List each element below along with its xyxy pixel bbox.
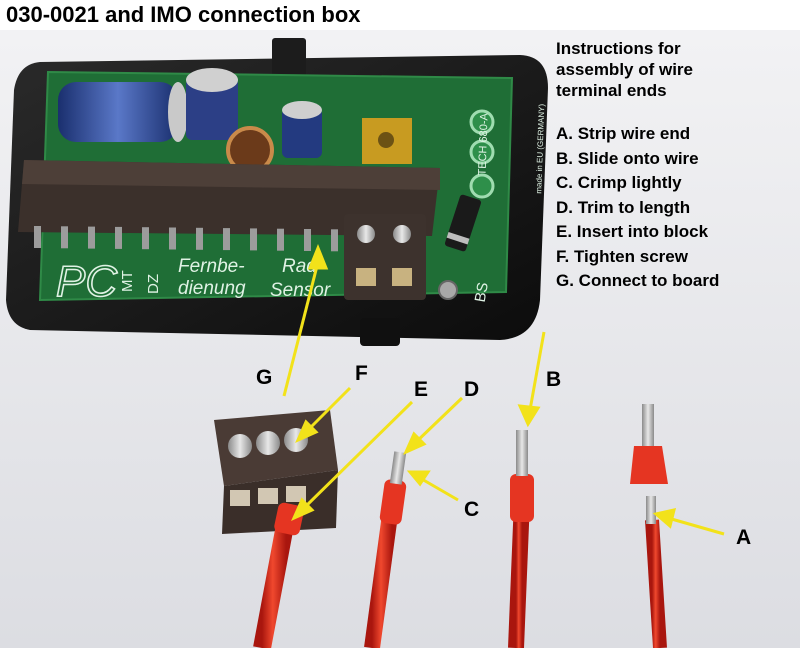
voltage-regulator (362, 118, 412, 164)
loose-ferrule (630, 404, 668, 484)
connection-box-photo: PC MT DZ Fernbe- dienung Rad- Sensor BS … (0, 30, 800, 648)
terminal-pin (88, 226, 95, 249)
instructions-heading-line-1: Instructions for (556, 39, 681, 58)
callout-arrows (282, 243, 725, 536)
terminal-pin (277, 228, 284, 251)
callout-e: E (414, 378, 429, 401)
diode (444, 194, 482, 252)
callout-f: F (355, 362, 368, 385)
silkscreen-mt: MT (119, 270, 136, 292)
terminal-pins (34, 226, 365, 252)
step-f: F. Tighten screw (556, 246, 688, 266)
terminal-pin (142, 227, 149, 250)
silkscreen-bs: BS (472, 281, 492, 304)
instructions-steps: A. Strip wire end B. Slide onto wire C. … (556, 122, 719, 294)
wire-b (508, 430, 534, 648)
wire-d (364, 451, 407, 648)
arrow-d (412, 396, 464, 446)
loose-terminal-block (214, 410, 338, 534)
arrow-e (300, 400, 414, 512)
step-a: A. Strip wire end (556, 124, 691, 143)
step-c: C. Crimp lightly (556, 173, 682, 192)
instructions-heading-line-2: assembly of wire (556, 60, 694, 79)
silkscreen-fernbedienung-2: dienung (178, 278, 246, 299)
silkscreen-radsensor-2: Sensor (270, 280, 331, 301)
silkscreen-made-in: made in EU (GERMANY) (534, 103, 546, 193)
terminal-pin (250, 228, 257, 251)
callout-d: D (464, 378, 480, 401)
page-title: 030-0021 and IMO connection box (6, 2, 361, 27)
silkscreen-dz: DZ (145, 274, 162, 294)
wire-a (645, 496, 667, 648)
terminal-pin (196, 227, 203, 250)
callout-g: G (256, 366, 273, 389)
board-terminal-strip (18, 160, 440, 236)
step-g: G. Connect to board (556, 271, 720, 290)
terminal-pin (115, 226, 122, 249)
electrolytic-capacitor-large (58, 82, 188, 142)
instructions-heading-line-3: terminal ends (556, 81, 667, 100)
step-e: E. Insert into block (556, 222, 709, 241)
silkscreen-pc: PC (56, 257, 118, 306)
assembly-instructions: Instructions for assembly of wire termin… (556, 38, 719, 294)
arrow-a (667, 516, 725, 536)
silkscreen-fernbedienung-1: Fernbe- (178, 256, 245, 277)
terminal-pin (223, 228, 230, 251)
arrow-c (419, 476, 459, 502)
callout-c: C (464, 498, 480, 521)
arrow-b (528, 331, 546, 411)
terminal-pin (34, 226, 41, 248)
step-d: D. Trim to length (556, 197, 691, 217)
callout-b: B (546, 368, 562, 391)
callout-a: A (736, 526, 752, 549)
terminal-pin (169, 227, 176, 250)
arrow-g (282, 261, 320, 397)
silkscreen-brand: TECH 680-A (476, 112, 490, 175)
terminal-pin (61, 226, 68, 249)
electrolytic-capacitor-small (186, 68, 322, 158)
terminal-pin (331, 229, 338, 252)
arrow-f (304, 386, 352, 434)
board-screw-terminal (344, 214, 426, 300)
terminal-pin (304, 229, 311, 251)
step-b: B. Slide onto wire (556, 148, 699, 168)
